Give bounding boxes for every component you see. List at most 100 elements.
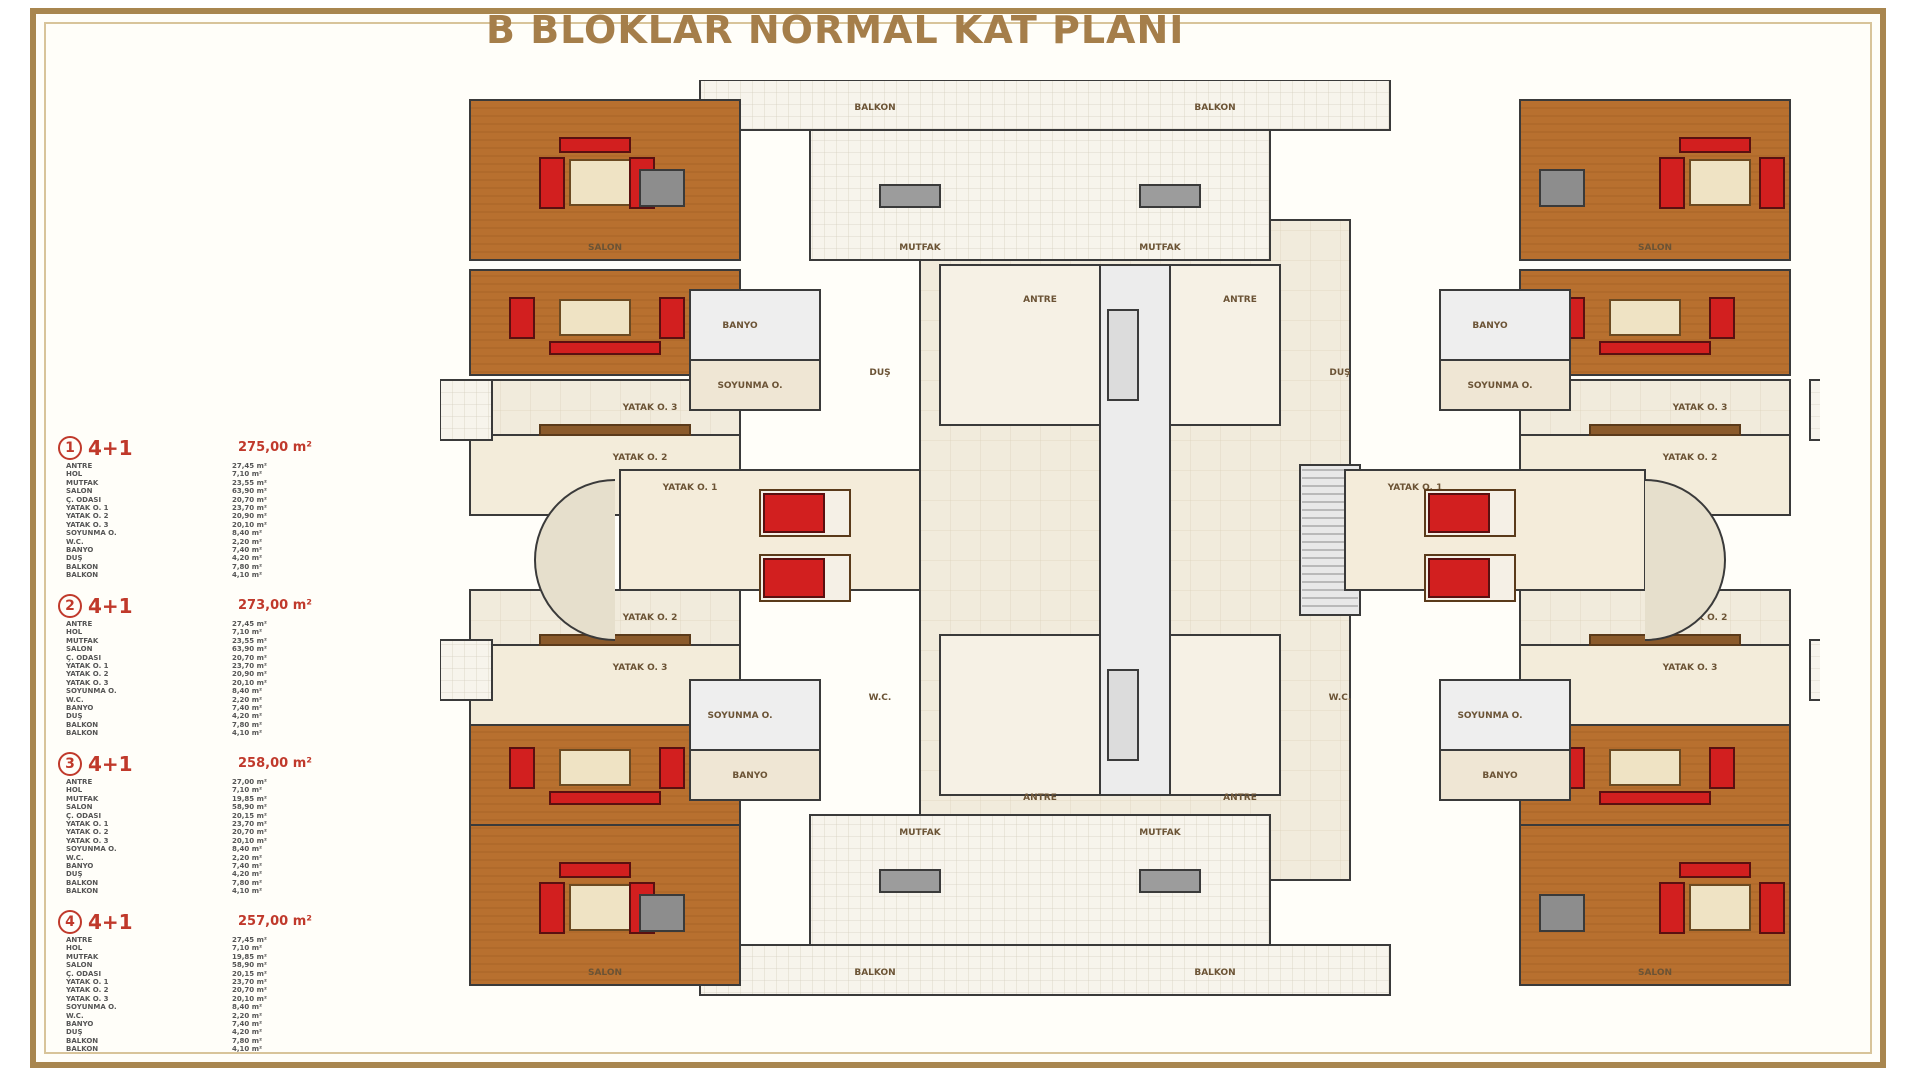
room-area: 2,20 m² bbox=[232, 853, 263, 862]
room-name: SALON bbox=[66, 961, 93, 970]
room-area: 20,10 m² bbox=[232, 678, 267, 687]
room-name: YATAK O. 2 bbox=[66, 828, 109, 837]
room-area: 7,40 m² bbox=[232, 703, 263, 712]
room-row: W.C.2,20 m² bbox=[62, 696, 382, 704]
unit-number: 3 bbox=[58, 752, 82, 776]
room-label-mutfak: MUTFAK bbox=[899, 828, 941, 838]
room-label-yatak3: YATAK O. 3 bbox=[622, 403, 678, 413]
sofa bbox=[659, 747, 685, 789]
room-name: BALKON bbox=[66, 1036, 99, 1045]
room-label-yatak3: YATAK O. 3 bbox=[612, 663, 668, 673]
room-name: DUŞ bbox=[66, 554, 83, 563]
room-label-yatak3: YATAK O. 3 bbox=[1662, 663, 1718, 673]
side-balcony bbox=[440, 639, 493, 701]
balcony-strip bbox=[699, 80, 1391, 131]
sofa bbox=[1659, 882, 1685, 934]
room-label-mutfak: MUTFAK bbox=[899, 243, 941, 253]
coffee-table bbox=[559, 299, 631, 336]
room-name: MUTFAK bbox=[66, 478, 99, 487]
sofa bbox=[509, 747, 535, 789]
room-area: 27,45 m² bbox=[232, 620, 267, 628]
dining-table bbox=[1539, 169, 1585, 207]
room-area: 63,90 m² bbox=[232, 645, 267, 654]
room-label-banyo: BANYO bbox=[732, 771, 768, 781]
room-area: 19,85 m² bbox=[232, 794, 267, 803]
room-name: SOYUNMA O. bbox=[66, 1003, 117, 1012]
room-label-banyo: BANYO bbox=[1472, 321, 1508, 331]
bay-window-right bbox=[1644, 479, 1726, 641]
room-name: DUŞ bbox=[66, 870, 83, 879]
room-area: 20,10 m² bbox=[232, 520, 267, 529]
side-balcony bbox=[1809, 379, 1820, 441]
room-area: 4,20 m² bbox=[232, 554, 263, 563]
kitchen-table bbox=[1139, 869, 1201, 893]
kitchen-table bbox=[879, 184, 941, 208]
room-label-balkon: BALKON bbox=[854, 968, 895, 978]
room-name: ANTRE bbox=[66, 936, 93, 944]
room-label-salon: SALON bbox=[588, 243, 622, 253]
unit-area: 273,00 m² bbox=[238, 598, 312, 613]
room-name: BALKON bbox=[66, 1045, 99, 1054]
room-name: MUTFAK bbox=[66, 794, 99, 803]
room-label-antre: ANTRE bbox=[1023, 793, 1057, 803]
room-name: YATAK O. 1 bbox=[66, 661, 109, 670]
room-name: HOL bbox=[66, 470, 83, 479]
room-area: 20,90 m² bbox=[232, 670, 267, 679]
elevator-2 bbox=[1107, 669, 1139, 761]
room-area: 27,45 m² bbox=[232, 462, 267, 470]
room-area: 20,15 m² bbox=[232, 969, 267, 978]
room-area: 7,10 m² bbox=[232, 628, 263, 637]
sofa bbox=[539, 157, 565, 209]
room-row: SALON 58,90 m² bbox=[62, 803, 382, 811]
room-name: SALON bbox=[66, 803, 93, 812]
dressing-room bbox=[689, 359, 821, 411]
sofa bbox=[1659, 157, 1685, 209]
room-row: W.C.2,20 m² bbox=[62, 854, 382, 862]
room-name: YATAK O. 1 bbox=[66, 819, 109, 828]
room-area: 58,90 m² bbox=[232, 803, 267, 812]
kitchen-table bbox=[879, 869, 941, 893]
room-name: BALKON bbox=[66, 887, 99, 896]
room-area: 20,70 m² bbox=[232, 828, 267, 837]
room-label-yatak3: YATAK O. 3 bbox=[1672, 403, 1728, 413]
room-area: 7,40 m² bbox=[232, 545, 263, 554]
room-row: YATAK O. 2 20,70 m² bbox=[62, 828, 382, 836]
room-name: HOL bbox=[66, 944, 83, 953]
room-area: 4,10 m² bbox=[232, 571, 263, 580]
room-area: 20,90 m² bbox=[232, 512, 267, 521]
room-name: DUŞ bbox=[66, 1028, 83, 1037]
bathroom bbox=[1439, 679, 1571, 751]
room-area: 20,70 m² bbox=[232, 653, 267, 662]
room-area: 7,10 m² bbox=[232, 786, 263, 795]
room-row: W.C.2,20 m² bbox=[62, 538, 382, 546]
room-row: SOYUNMA O.8,40 m² bbox=[62, 687, 382, 695]
room-name: HOL bbox=[66, 628, 83, 637]
coffee-table bbox=[1689, 159, 1751, 206]
room-area: 27,00 m² bbox=[232, 778, 267, 786]
room-label-mutfak: MUTFAK bbox=[1139, 243, 1181, 253]
room-name: BANYO bbox=[66, 861, 94, 870]
